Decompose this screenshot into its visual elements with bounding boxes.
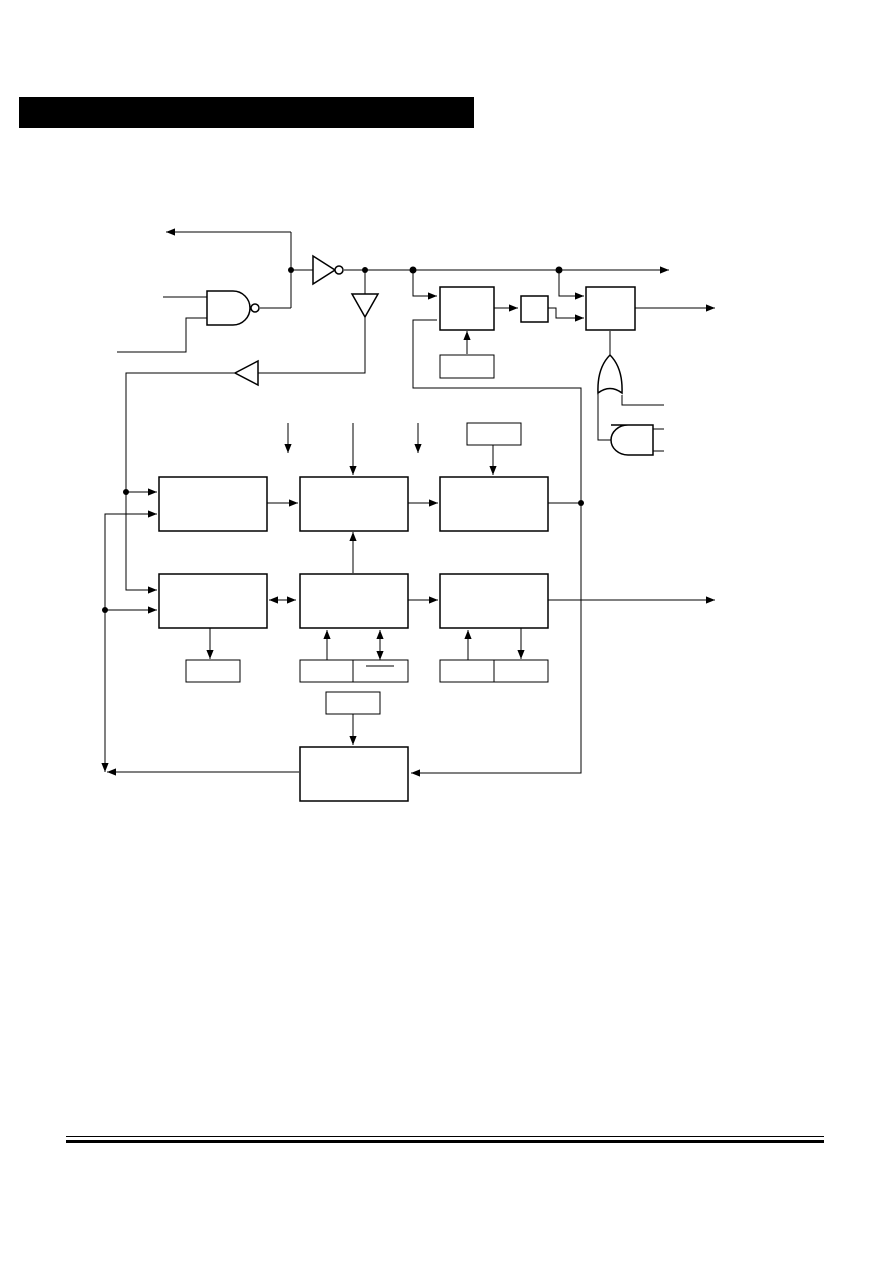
wire-bus-to-output bbox=[558, 270, 584, 300]
label-box-lower-right-a bbox=[439, 659, 495, 683]
lower-right-block bbox=[439, 573, 549, 629]
junction-dot bbox=[123, 489, 129, 495]
junction-dot bbox=[409, 266, 417, 274]
label-box-top-register bbox=[439, 354, 495, 379]
wire-loop-to-top-register bbox=[411, 319, 582, 777]
label-box-upper-right bbox=[466, 422, 522, 446]
upper-left-block bbox=[158, 476, 268, 532]
label-box-lower-right-b bbox=[493, 659, 549, 683]
junction-dot bbox=[555, 266, 563, 274]
lower-middle-block bbox=[299, 573, 409, 629]
inverter-bubble bbox=[334, 265, 344, 275]
junction-dot bbox=[578, 500, 584, 506]
wire-buffer-down-to-left bbox=[258, 317, 366, 374]
lower-left-block bbox=[158, 573, 268, 629]
wire-nand-input-b bbox=[117, 317, 207, 353]
nand-bubble bbox=[250, 303, 260, 313]
nand-gate bbox=[206, 290, 251, 326]
and-gate bbox=[610, 424, 654, 456]
top-register-block bbox=[439, 286, 495, 331]
wire-left-feedback-loop bbox=[101, 510, 157, 772]
buffer-left-gate bbox=[233, 359, 259, 387]
upper-right-block bbox=[439, 476, 549, 532]
wire-or-input-right bbox=[621, 395, 664, 406]
or-gate bbox=[597, 353, 623, 395]
label-box-lower-left bbox=[185, 659, 241, 683]
section-header-bar bbox=[19, 97, 474, 128]
junction-dot bbox=[102, 607, 108, 613]
inverter-gate bbox=[312, 254, 337, 286]
bottom-block bbox=[299, 746, 409, 802]
junction-dot bbox=[362, 267, 368, 273]
buffer-down-gate bbox=[350, 293, 380, 319]
junction-dot bbox=[288, 267, 294, 273]
upper-middle-block bbox=[299, 476, 409, 532]
label-box-lower-middle-a bbox=[299, 659, 354, 683]
wire-square-to-output bbox=[548, 307, 584, 322]
footer-rule-thin bbox=[66, 1136, 824, 1137]
wire-bus-to-top-register bbox=[412, 270, 437, 300]
small-square-block bbox=[520, 295, 549, 323]
label-box-bottom bbox=[325, 691, 381, 715]
label-box-lower-middle-b bbox=[352, 659, 409, 683]
wire-or-input-left bbox=[597, 392, 611, 441]
footer-rule-thick bbox=[66, 1140, 824, 1143]
output-block bbox=[585, 286, 636, 331]
